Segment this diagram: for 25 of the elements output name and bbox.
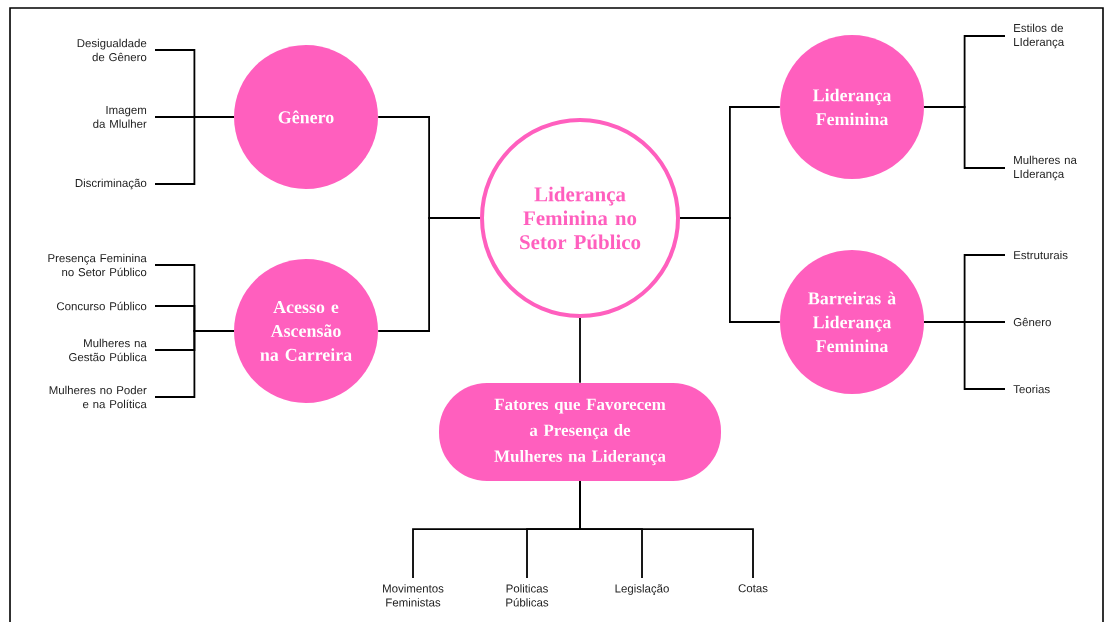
connector-line <box>679 217 781 323</box>
subtopic-label: Concurso Público <box>56 301 147 311</box>
subtopic-label: Legislação <box>615 584 669 595</box>
subtopic-label: Cotas <box>738 584 768 593</box>
subtopic-label: Discriminação <box>75 178 147 190</box>
subtopic-label: Desigualdade de Gênero <box>77 38 147 62</box>
subtopic-label: Mulheres na Gestão Pública <box>69 338 147 362</box>
subtopic-label: Mulheres no Poder e na Política <box>49 385 147 409</box>
subtopic-label: Movimentos Feministas <box>383 584 444 607</box>
connector-line <box>923 321 1006 390</box>
subtopic-label: Teorias <box>1013 384 1050 394</box>
subtopic-label: Presença Feminina no Setor Público <box>48 253 147 277</box>
subtopic-label: Politicas Públicas <box>506 584 549 607</box>
topic-pill: Fatores que Favorecem a Presença de Mulheres na Liderança <box>439 383 721 481</box>
connector-line <box>154 116 235 185</box>
subtopic-label: Imagem da Mlulher <box>93 106 147 128</box>
connector-line <box>579 317 581 384</box>
subtopic-label: Gênero <box>1013 317 1051 327</box>
connector-line <box>579 480 754 579</box>
subtopic-label: Estruturais <box>1014 250 1068 260</box>
connector-line <box>923 106 1006 169</box>
subtopic-label: Estilos de LIderança <box>1014 23 1065 49</box>
subtopic-label: Mulheres na LIderança <box>1014 155 1077 181</box>
connector-line <box>154 330 235 398</box>
connector-line <box>377 217 481 332</box>
